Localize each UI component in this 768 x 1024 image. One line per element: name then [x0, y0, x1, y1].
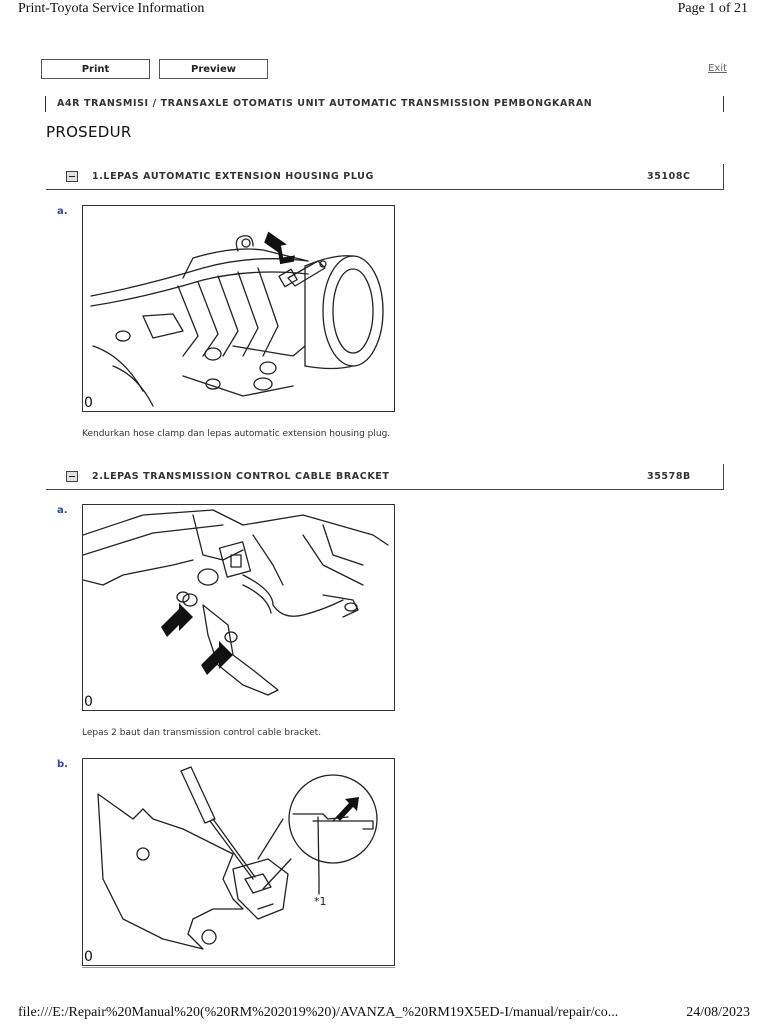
footer-path: file:///E:/Repair%20Manual%20(%20RM%2020…	[18, 1005, 619, 1020]
print-header-title: Print-Toyota Service Information	[18, 1, 205, 16]
arrow-icon	[161, 603, 193, 637]
divider	[82, 967, 395, 968]
figure-extension-housing: 0	[82, 205, 395, 412]
footer-date: 24/08/2023	[686, 1005, 750, 1020]
section-header-1: 1.LEPAS AUTOMATIC EXTENSION HOUSING PLUG…	[46, 164, 724, 190]
arrow-icon	[264, 231, 295, 265]
figure-mark: 0	[84, 949, 93, 965]
section-header-2: 2.LEPAS TRANSMISSION CONTROL CABLE BRACK…	[46, 464, 724, 490]
transmission-illustration	[90, 231, 384, 407]
figure-mark: 0	[84, 694, 93, 710]
step-caption: Lepas 2 baut dan transmission control ca…	[82, 728, 322, 738]
arrow-icon	[336, 797, 359, 821]
breadcrumb-frame	[45, 96, 724, 112]
minus-box-icon[interactable]	[66, 471, 78, 482]
page-title: PROSEDUR	[46, 123, 132, 141]
breadcrumb: A4R TRANSMISI / TRANSAXLE OTOMATIS UNIT …	[57, 98, 593, 109]
exit-link[interactable]: Exit	[708, 63, 727, 74]
step-letter: b.	[57, 759, 68, 770]
section-title: 2.LEPAS TRANSMISSION CONTROL CABLE BRACK…	[92, 471, 390, 482]
step-letter: a.	[57, 505, 68, 516]
figure-mark: 0	[84, 395, 93, 411]
section-title: 1.LEPAS AUTOMATIC EXTENSION HOUSING PLUG	[92, 171, 374, 182]
bracket-illustration	[83, 509, 389, 696]
step-caption: Kendurkan hose clamp dan lepas automatic…	[82, 429, 391, 439]
figure-bracket-detail: *1 0	[82, 758, 395, 966]
preview-button[interactable]: Preview	[159, 59, 268, 79]
arrow-icon	[201, 641, 233, 675]
step-letter: a.	[57, 206, 68, 217]
minus-box-icon[interactable]	[66, 171, 78, 182]
section-code: 35108C	[647, 171, 691, 182]
page-indicator: Page 1 of 21	[677, 1, 748, 16]
print-button[interactable]: Print	[41, 59, 150, 79]
section-code: 35578B	[647, 471, 691, 482]
callout-label: *1	[314, 895, 327, 908]
bracket-detail-illustration: *1	[97, 766, 378, 950]
figure-cable-bracket: 0	[82, 504, 395, 711]
